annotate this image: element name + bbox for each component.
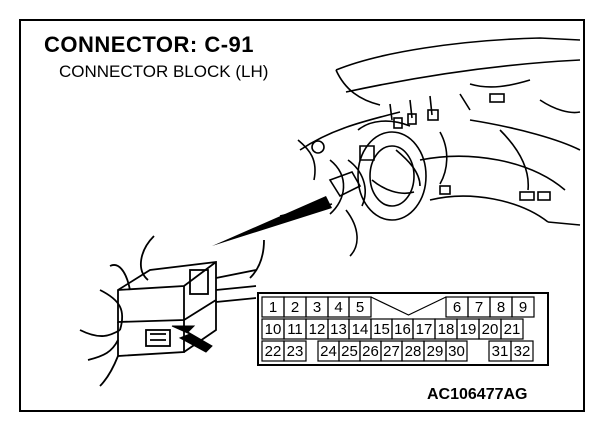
pin-label: 8: [497, 299, 505, 316]
pin-label: 21: [504, 321, 521, 338]
pin-label: 28: [405, 343, 422, 360]
pin-label: 20: [482, 321, 499, 338]
pin-label: 25: [341, 343, 358, 360]
pin-label: 15: [373, 321, 390, 338]
pin-label: 31: [492, 343, 509, 360]
connector-subtitle: CONNECTOR BLOCK (LH): [59, 62, 269, 81]
pin-label: 32: [514, 343, 531, 360]
pin-label: 14: [352, 321, 369, 338]
pin-label: 22: [265, 343, 282, 360]
pin-label: 12: [309, 321, 326, 338]
pin-label: 26: [362, 343, 379, 360]
pin-label: 29: [427, 343, 444, 360]
pin-label: 13: [330, 321, 347, 338]
pin-label: 19: [460, 321, 477, 338]
connector-arrow: [171, 325, 213, 353]
pointer-wedge: [212, 196, 332, 246]
pin-label: 30: [448, 343, 465, 360]
pin-label: 17: [416, 321, 433, 338]
pin-label: 18: [438, 321, 455, 338]
pin-label: 23: [287, 343, 304, 360]
connector-title: CONNECTOR: C-91: [44, 32, 255, 57]
figure-code: AC106477AG: [427, 386, 528, 403]
pin-label: 1: [269, 299, 277, 316]
pin-label: 10: [265, 321, 282, 338]
pin-label: 6: [453, 299, 461, 316]
dashboard-drawing: [297, 37, 581, 257]
pin-label: 24: [320, 343, 337, 360]
pin-label: 3: [313, 299, 321, 316]
pin-label: 5: [356, 299, 364, 316]
pin-label: 7: [475, 299, 483, 316]
pin-label: 27: [383, 343, 400, 360]
pin-label: 9: [519, 299, 527, 316]
pin-label: 2: [291, 299, 299, 316]
pin-label: 11: [287, 321, 303, 338]
pin-label: 4: [334, 299, 342, 316]
keyway-notch: [370, 296, 447, 316]
pin-label: 16: [394, 321, 411, 338]
connector-block: [79, 235, 265, 387]
